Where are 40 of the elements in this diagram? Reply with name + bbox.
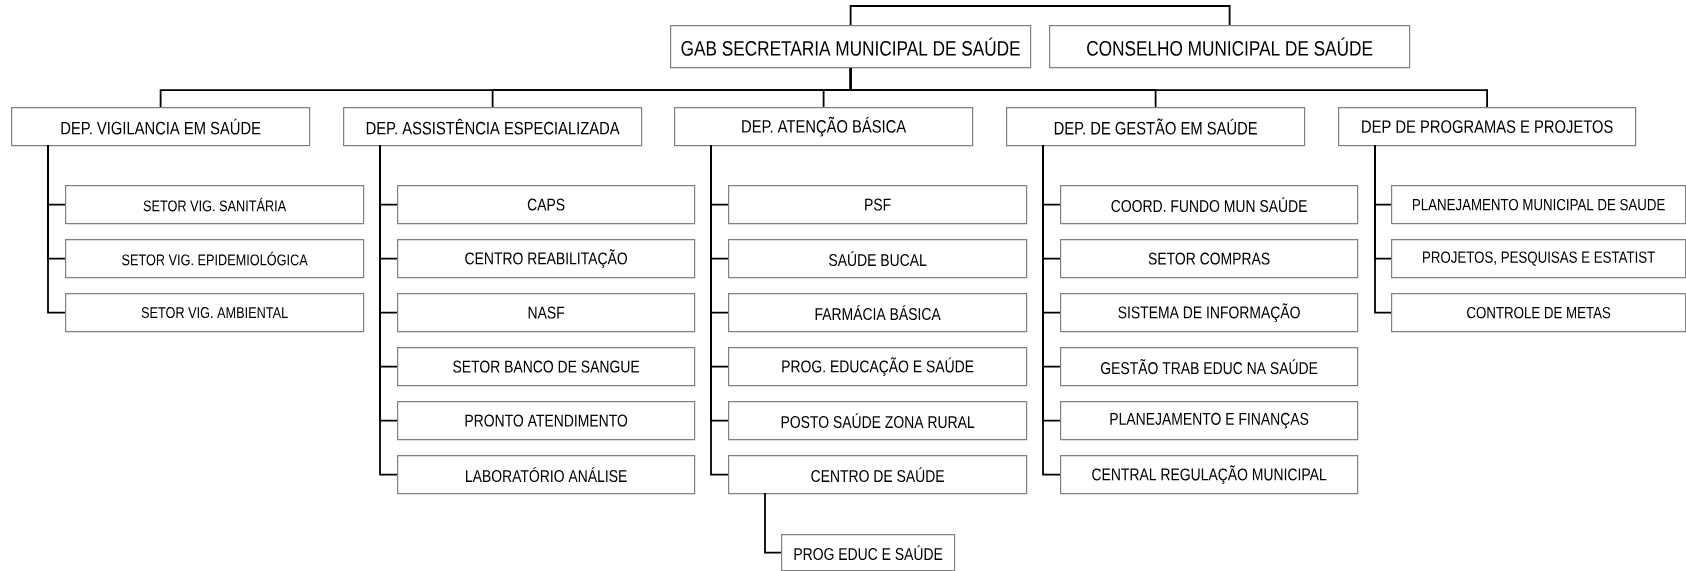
- connector-line: [849, 5, 1231, 26]
- connector-line: [710, 144, 729, 476]
- unit-box: PROG. EDUCAÇÃO E SAÚDE: [728, 347, 1028, 387]
- unit-box: PLANEJAMENTO MUNICIPAL DE SAUDE: [1391, 185, 1686, 225]
- connector-line: [1374, 144, 1392, 314]
- unit-box: NASF: [397, 293, 696, 333]
- unit-box: SETOR VIG. EPIDEMIOLÓGICA: [65, 239, 365, 279]
- connector-line: [849, 67, 1488, 108]
- unit-box: SISTEMA DE INFORMAÇÃO: [1060, 293, 1359, 333]
- unit-box: CONTROLE DE METAS: [1391, 293, 1686, 333]
- connector-line: [379, 144, 398, 476]
- unit-box: SETOR COMPRAS: [1060, 239, 1359, 279]
- department-box: DEP. ASSISTÊNCIA ESPECIALIZADA: [343, 107, 643, 147]
- unit-box: SETOR VIG. AMBIENTAL: [65, 293, 365, 333]
- unit-box: CENTRO REABILITAÇÃO: [397, 239, 696, 279]
- unit-box: CENTRO DE SAÚDE: [728, 455, 1028, 495]
- unit-box: SETOR BANCO DE SANGUE: [397, 347, 696, 387]
- unit-box: PSF: [728, 185, 1028, 225]
- department-box: DEP. ATENÇÃO BÁSICA: [674, 107, 974, 147]
- connector-line: [47, 144, 66, 314]
- office-box: GAB SECRETARIA MUNICIPAL DE SAÚDE: [670, 25, 1032, 69]
- department-box: DEP. DE GESTÃO EM SAÚDE: [1006, 107, 1306, 147]
- unit-box: SAÚDE BUCAL: [728, 239, 1028, 279]
- department-box: DEP. VIGILANCIA EM SAÚDE: [11, 107, 311, 147]
- department-box: DEP DE PROGRAMAS E PROJETOS: [1338, 107, 1637, 147]
- unit-box: PROJETOS, PESQUISAS E ESTATIST: [1391, 239, 1686, 279]
- unit-box: FARMÁCIA BÁSICA: [728, 293, 1028, 333]
- connector-line: [1042, 144, 1061, 476]
- unit-box: SETOR VIG. SANITÁRIA: [65, 185, 365, 225]
- unit-box: PRONTO ATENDIMENTO: [397, 401, 696, 441]
- unit-box: COORD. FUNDO MUN SAÚDE: [1060, 185, 1359, 225]
- unit-box: PROG EDUC E SAÚDE: [781, 534, 956, 571]
- unit-box: CAPS: [397, 185, 696, 225]
- office-box: CONSELHO MUNICIPAL DE SAÚDE: [1049, 25, 1411, 69]
- unit-box: CENTRAL REGULAÇÃO MUNICIPAL: [1060, 455, 1359, 495]
- unit-box: GESTÃO TRAB EDUC NA SAÚDE: [1060, 347, 1359, 387]
- connector-line: [764, 492, 782, 554]
- unit-box: POSTO SAÚDE ZONA RURAL: [728, 401, 1028, 441]
- unit-box: LABORATÓRIO ANÁLISE: [397, 455, 696, 495]
- unit-box: PLANEJAMENTO E FINANÇAS: [1060, 401, 1359, 441]
